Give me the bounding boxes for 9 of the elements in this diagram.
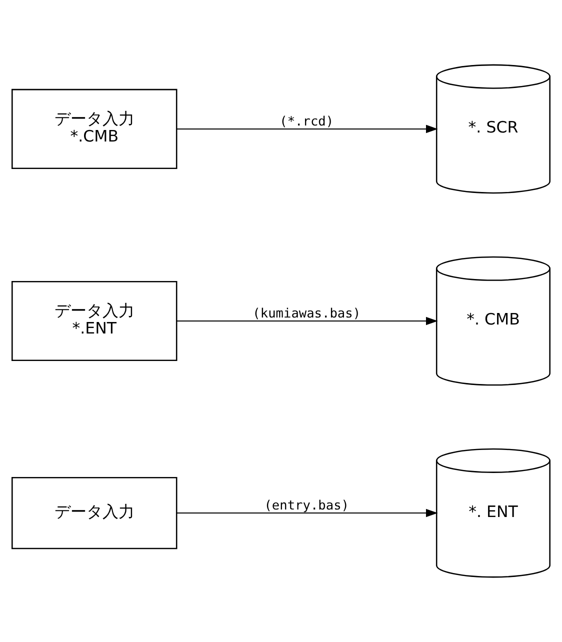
edge-label: (entry.bas)	[264, 498, 349, 514]
node-box: データ入力 *.ENT	[12, 280, 178, 362]
node-box: データ入力 *.CMB	[12, 88, 178, 169]
edge-label: (*.rcd)	[280, 114, 334, 130]
edge-label: (kumiawas.bas)	[252, 306, 361, 322]
arrow	[176, 508, 438, 518]
node-box: データ入力	[12, 476, 178, 550]
arrow	[176, 316, 438, 326]
arrow	[176, 124, 438, 134]
